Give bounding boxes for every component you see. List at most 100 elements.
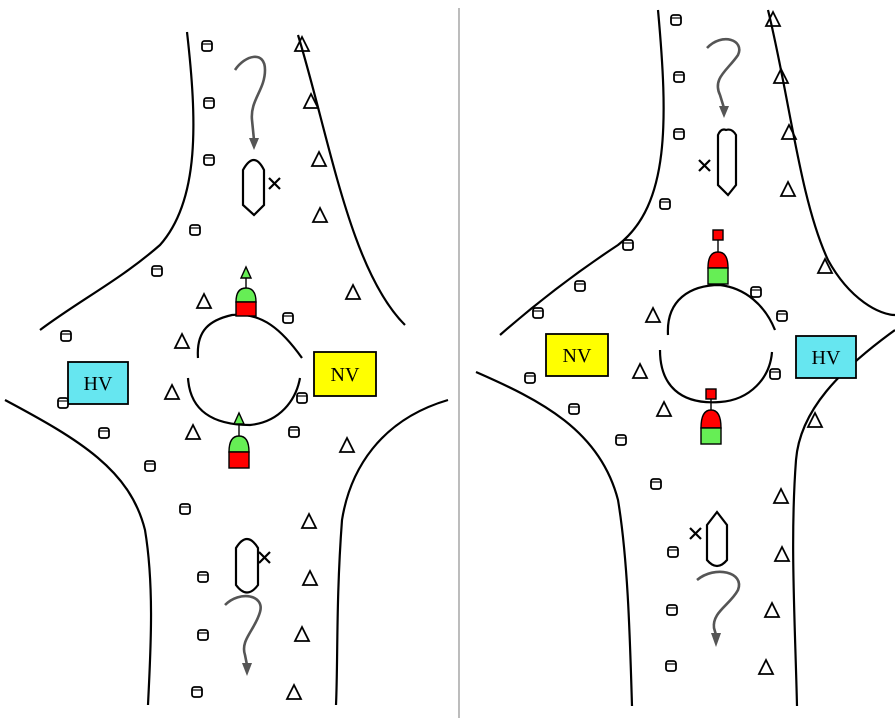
cylinder-buoy-icon <box>667 546 679 558</box>
triangle-buoy-icon <box>310 149 328 167</box>
cross-icon <box>698 159 711 172</box>
shore-line <box>334 398 449 706</box>
vessel-icon <box>716 128 738 197</box>
cylinder-buoy-icon <box>622 239 634 251</box>
triangle-buoy-icon <box>302 91 320 109</box>
cylinder-buoy-icon <box>769 368 781 380</box>
cylinder-buoy-icon <box>197 571 209 583</box>
island-outline-upper <box>196 313 303 359</box>
wavy-arrow <box>706 37 741 118</box>
nv-box-label: NV <box>563 345 592 367</box>
shore-line <box>4 399 153 706</box>
triangle-buoy-icon <box>772 486 790 504</box>
triangle-buoy-icon <box>779 179 797 197</box>
hv-box-right: HV <box>795 335 857 379</box>
shore-line <box>499 9 665 336</box>
triangle-buoy-icon <box>757 657 775 675</box>
triangle-buoy-icon <box>631 361 649 379</box>
hv-box-left: HV <box>67 361 129 405</box>
triangle-buoy-icon <box>655 399 673 417</box>
cylinder-buoy-icon <box>197 629 209 641</box>
hv-box-background <box>795 335 857 379</box>
cylinder-buoy-icon <box>179 503 191 515</box>
cylinder-buoy-icon <box>673 128 685 140</box>
nv-box-label: NV <box>331 364 360 386</box>
wavy-arrow <box>696 570 741 647</box>
cross-icon <box>268 177 281 190</box>
cylinder-buoy-icon <box>524 372 536 384</box>
cylinder-buoy-icon <box>191 686 203 698</box>
triangle-buoy-icon <box>816 256 834 274</box>
shore-line <box>39 31 195 331</box>
triangle-buoy-icon <box>806 410 824 428</box>
cylinder-buoy-icon <box>673 71 685 83</box>
cylinder-buoy-icon <box>296 392 308 404</box>
triangle-buoy-icon <box>763 600 781 618</box>
cylinder-buoy-icon <box>60 330 72 342</box>
triangle-buoy-icon <box>293 34 311 52</box>
triangle-buoy-icon <box>311 205 329 223</box>
cylinder-buoy-icon <box>282 312 294 324</box>
cylinder-buoy-icon <box>57 397 69 409</box>
cylinder-buoy-icon <box>288 426 300 438</box>
shore-line <box>296 34 406 326</box>
channel-markers <box>57 9 834 700</box>
triangle-buoy-icon <box>780 122 798 140</box>
cylinder-buoy-icon <box>659 198 671 210</box>
triangle-buoy-icon <box>344 282 362 300</box>
buoy-green-over-red <box>228 411 250 469</box>
buoy-green-over-red <box>235 265 257 317</box>
triangle-buoy-icon <box>184 422 202 440</box>
triangle-buoy-icon <box>285 682 303 700</box>
nv-box-background <box>313 351 377 397</box>
island-outline-lower <box>186 377 302 427</box>
cylinder-buoy-icon <box>151 265 163 277</box>
cylinder-buoy-icon <box>776 310 788 322</box>
cylinder-buoy-icon <box>568 403 580 415</box>
triangle-buoy-icon <box>772 66 790 84</box>
cylinder-buoy-icon <box>203 154 215 166</box>
triangle-buoy-icon <box>644 305 662 323</box>
hv-box-background <box>67 361 129 405</box>
vessel-icon <box>241 158 266 217</box>
cross-icon <box>258 551 271 564</box>
shore-line <box>792 329 895 707</box>
island-outline-upper <box>666 283 777 336</box>
cylinder-buoy-icon <box>98 427 110 439</box>
hv-box-label: HV <box>812 347 841 369</box>
cylinder-buoy-icon <box>750 286 762 298</box>
cylinder-buoy-icon <box>144 460 156 472</box>
cylinder-buoy-icon <box>201 40 213 52</box>
wavy-arrow <box>233 55 267 150</box>
triangle-buoy-icon <box>195 291 213 309</box>
cylinder-buoy-icon <box>203 97 215 109</box>
triangle-buoy-icon <box>773 544 791 562</box>
triangle-buoy-icon <box>173 331 191 349</box>
triangle-buoy-icon <box>301 568 319 586</box>
vessel-icon <box>234 537 260 594</box>
shore-line <box>766 9 895 317</box>
island-outline-lower <box>658 349 774 404</box>
triangle-buoy-icon <box>163 382 181 400</box>
cylinder-buoy-icon <box>650 478 662 490</box>
hv-box-label: HV <box>84 373 113 395</box>
cylinder-buoy-icon <box>665 660 677 672</box>
triangle-buoy-icon <box>300 511 318 529</box>
cylinder-buoy-icon <box>532 307 544 319</box>
nv-box-right: NV <box>545 333 609 377</box>
nv-box-left: NV <box>313 351 377 397</box>
buoy-red-over-green <box>707 229 729 285</box>
shore-line <box>475 370 634 707</box>
cylinder-buoy-icon <box>574 280 586 292</box>
cylinder-buoy-icon <box>666 604 678 616</box>
cylinder-buoy-icon <box>615 434 627 446</box>
buoy-red-over-green <box>700 388 722 445</box>
vessel-icon <box>705 510 729 568</box>
left-panel <box>4 31 449 706</box>
wavy-arrow <box>224 594 262 676</box>
nv-box-background <box>545 333 609 377</box>
cylinder-buoy-icon <box>670 14 682 26</box>
triangle-buoy-icon <box>338 435 356 453</box>
cross-icon <box>689 527 702 540</box>
